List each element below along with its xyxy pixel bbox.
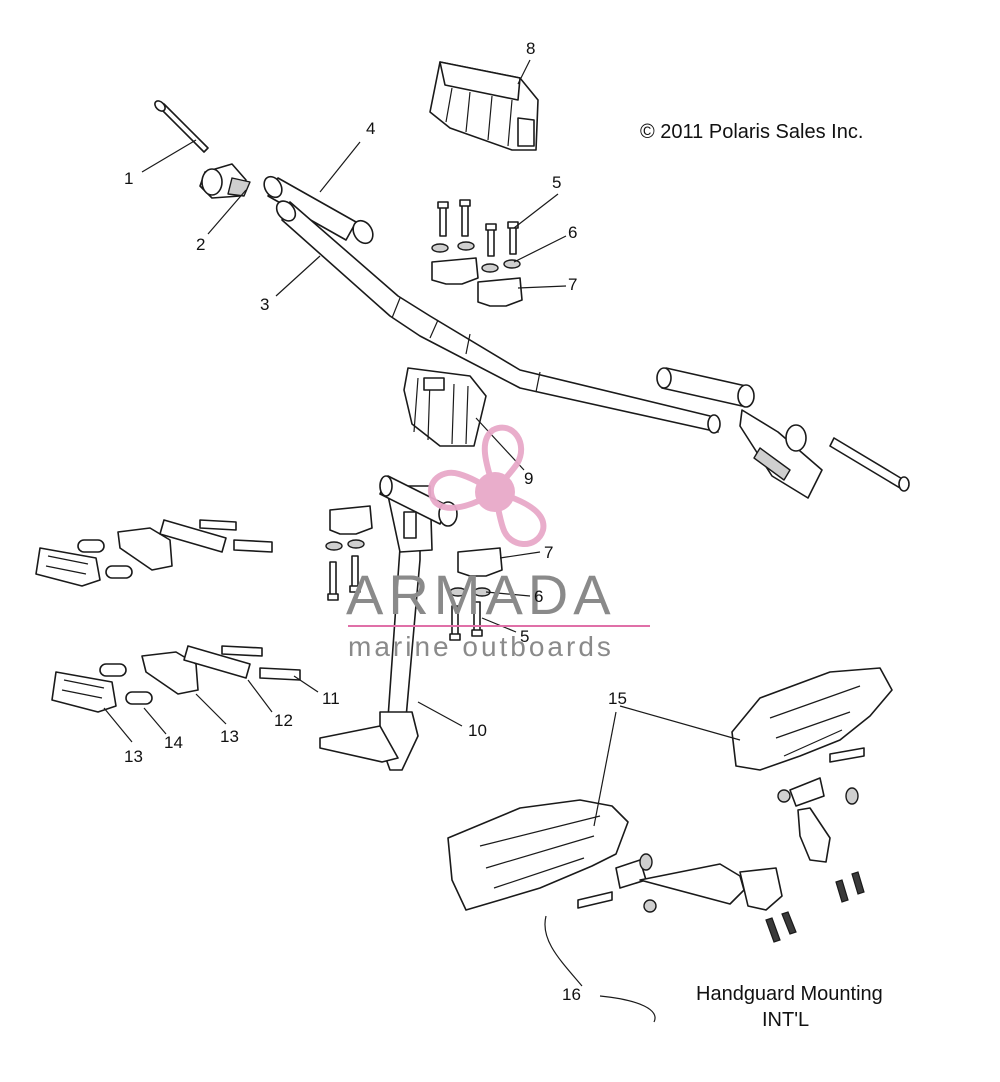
callout-9: 9 [524, 469, 533, 488]
callout-15: 15 [608, 689, 627, 708]
riser-pad [403, 367, 487, 447]
callout-2: 2 [196, 235, 205, 254]
callout-13-left: 13 [124, 747, 143, 766]
grip-right [656, 367, 755, 408]
clamp-washers-upper [431, 241, 521, 273]
callout-16: 16 [562, 985, 581, 1004]
end-bolt-left [154, 100, 209, 153]
callout-14: 14 [164, 733, 183, 752]
steering-post [319, 475, 458, 771]
handlebar [275, 200, 721, 434]
bar-end-right [739, 409, 823, 499]
callout-5-lower: 5 [520, 627, 529, 646]
clamp-bolts-lower [327, 555, 483, 641]
callout-8: 8 [526, 39, 535, 58]
armada-logo [427, 424, 547, 547]
leader-lines [103, 59, 741, 1023]
clamp-caps-lower [329, 505, 503, 577]
callout-1: 1 [124, 169, 133, 188]
clamp-caps-upper [431, 257, 523, 307]
clamp-bolts-upper [437, 199, 519, 257]
caption-line-2: INT'L [762, 1009, 809, 1031]
callout-10: 10 [468, 721, 487, 740]
riser-bracket-set-upper [35, 519, 273, 587]
caption-line-1: Handguard Mounting [696, 983, 883, 1005]
handguard-left [447, 799, 797, 943]
callout-12: 12 [274, 711, 293, 730]
bar-end-left [199, 163, 251, 199]
callout-3: 3 [260, 295, 269, 314]
copyright-notice: © 2011 Polaris Sales Inc. [640, 121, 863, 143]
riser-bracket-set-lower [51, 645, 301, 713]
end-bolt-right [829, 437, 910, 492]
handguard-right [731, 667, 893, 903]
callout-11: 11 [322, 689, 340, 708]
callout-7-upper: 7 [568, 275, 577, 294]
callout-6-upper: 6 [568, 223, 577, 242]
grip-upper-left [263, 175, 374, 245]
callout-5-upper: 5 [552, 173, 561, 192]
handlebar-pad [429, 61, 539, 151]
callout-13-right: 13 [220, 727, 239, 746]
watermark-tagline: marine outboards [348, 631, 614, 662]
watermark-brand: ARMADA [346, 563, 616, 626]
callout-6-lower: 6 [534, 587, 543, 606]
clamp-washers-lower [325, 539, 491, 597]
callout-4: 4 [366, 119, 375, 138]
callout-7-lower: 7 [544, 543, 553, 562]
